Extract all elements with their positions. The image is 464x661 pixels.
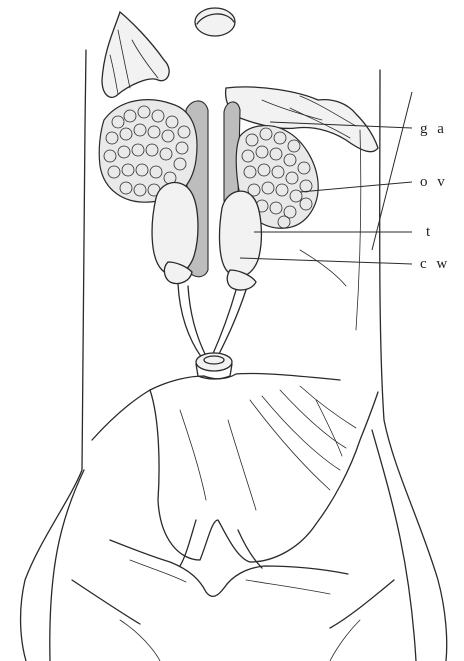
right-oval-body: [220, 191, 262, 290]
label-cw: c w: [420, 256, 450, 272]
label-ga: g a: [420, 121, 447, 137]
cloacal-ring: [196, 353, 232, 379]
ducts: [178, 284, 246, 358]
leader-vertical: [372, 92, 412, 250]
left-fat-body: [102, 12, 169, 97]
anterior-disc: [195, 8, 235, 36]
lower-skin-edges: [72, 540, 394, 628]
label-ov: o v: [420, 174, 448, 190]
leader-cw: [240, 258, 412, 264]
abdominal-flaps: [92, 373, 378, 568]
label-t: t: [426, 224, 433, 240]
